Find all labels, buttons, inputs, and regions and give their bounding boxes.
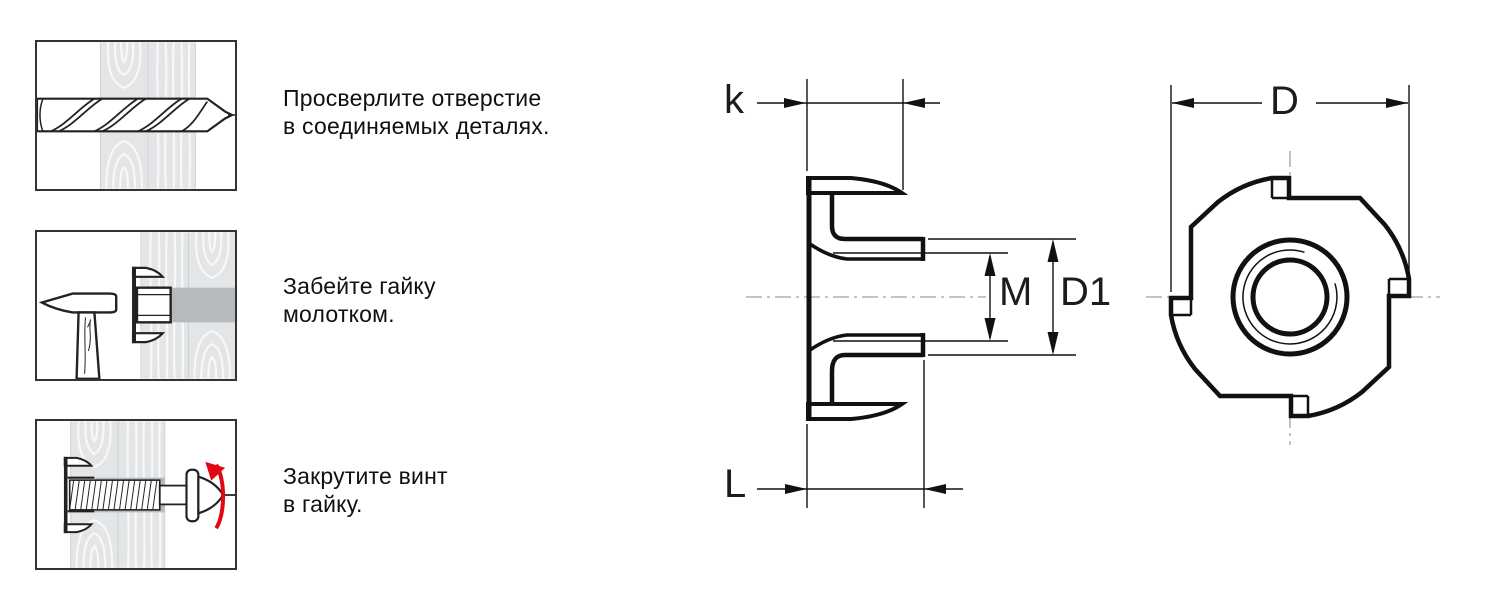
dimension-M bbox=[984, 253, 996, 341]
t-nut-icon bbox=[131, 266, 172, 344]
screw-icon bbox=[68, 468, 200, 523]
prong-edges bbox=[1171, 178, 1409, 416]
bore-circle bbox=[1250, 257, 1330, 337]
step-3-line-2: в гайку. bbox=[283, 491, 363, 517]
t-nut-icon bbox=[63, 456, 95, 534]
step-3-illustration-frame bbox=[35, 419, 237, 570]
thread-arc bbox=[1242, 249, 1338, 345]
dimension-k bbox=[757, 79, 940, 190]
step-2-illustration-frame bbox=[35, 230, 237, 381]
prong-bottom bbox=[806, 402, 909, 421]
dimension-label-L: L bbox=[724, 462, 747, 506]
rotation-arrow-icon bbox=[205, 461, 226, 530]
dimension-D1 bbox=[928, 238, 1076, 356]
step-1-line-1: Просверлите отверстие bbox=[283, 85, 542, 111]
dimension-label-k: k bbox=[724, 78, 744, 122]
drill-through-boards-icon bbox=[37, 42, 235, 189]
step-2-line-2: молотком. bbox=[283, 301, 395, 327]
step-1-illustration-frame bbox=[35, 40, 237, 191]
dimension-label-M: M bbox=[999, 270, 1033, 314]
screw-into-t-nut-icon bbox=[63, 421, 235, 568]
dimension-label-D1: D1 bbox=[1060, 270, 1112, 314]
prong-top bbox=[806, 176, 909, 195]
dimension-L bbox=[757, 360, 963, 508]
step-1-text: Просверлите отверстие в соединяемых дета… bbox=[283, 84, 550, 140]
drill-bit-icon bbox=[37, 97, 235, 133]
hammer-t-nut-icon bbox=[38, 232, 235, 379]
t-nut-front-view bbox=[1146, 85, 1440, 445]
step-1-line-2: в соединяемых деталях. bbox=[283, 113, 550, 139]
step-3-line-1: Закрутите винт bbox=[283, 463, 448, 489]
drilled-hole bbox=[169, 287, 235, 323]
step-3-text: Закрутите винт в гайку. bbox=[283, 462, 448, 518]
t-nut-side-view bbox=[746, 79, 1076, 508]
step-2-text: Забейте гайку молотком. bbox=[283, 272, 436, 328]
hammer-icon bbox=[38, 292, 118, 379]
dimension-label-D: D bbox=[1270, 79, 1299, 123]
step-2-line-1: Забейте гайку bbox=[283, 273, 436, 299]
dimension-D bbox=[1170, 85, 1410, 292]
